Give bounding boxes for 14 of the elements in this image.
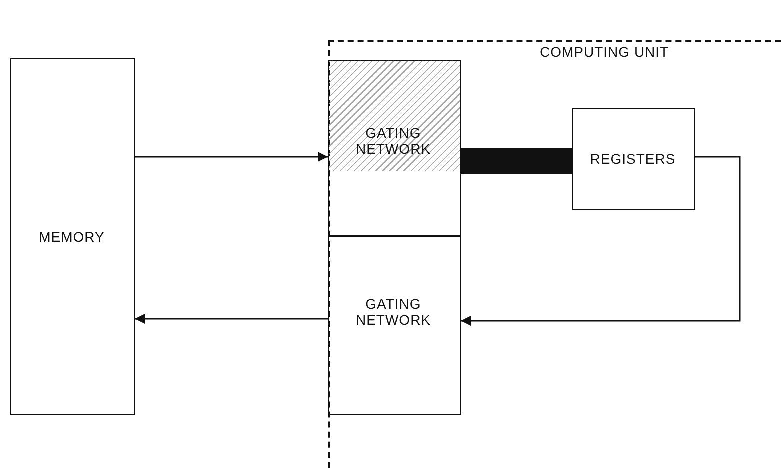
memory-box	[10, 58, 135, 415]
gating-network-box	[328, 236, 461, 415]
arrow	[135, 152, 328, 162]
box-label: GATING NETWORK	[354, 296, 432, 328]
data-bus	[461, 148, 572, 174]
arrow	[135, 314, 328, 324]
unit-boundary	[328, 40, 781, 468]
arrow	[461, 156, 741, 326]
unit-heading: COMPUTING UNIT	[540, 44, 670, 60]
registers-box	[572, 108, 695, 210]
box-label: MEMORY	[38, 228, 106, 244]
box-label: REGISTERS	[589, 151, 677, 167]
box-label: GATING NETWORK	[354, 125, 432, 157]
gating-network-box	[328, 60, 461, 236]
